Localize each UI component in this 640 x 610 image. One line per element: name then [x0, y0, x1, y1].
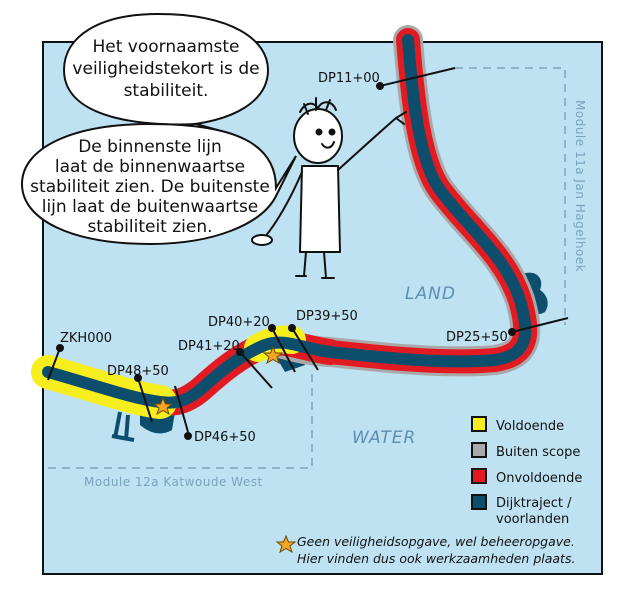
- module-11a-label: Module 11a Jan Hagelhoek: [573, 100, 587, 272]
- legend: Voldoende Buiten scope Onvoldoende Dijkt…: [471, 416, 582, 527]
- chainage-markers: [47, 67, 569, 440]
- marker-dp39: DP39+50: [296, 309, 358, 324]
- speech-bottom-line-4: lijn laat de buitenwaartse: [42, 197, 259, 217]
- route-core: [42, 34, 532, 409]
- note-line-1: Geen veiligheidsopgave, wel beheeropgave…: [297, 534, 575, 549]
- module-12a-label: Module 12a Katwoude West: [84, 475, 263, 489]
- legend-label-onvoldoende: Onvoldoende: [496, 471, 582, 486]
- marker-zkh: ZKH000: [60, 331, 112, 346]
- module-12a-outline: [48, 372, 313, 469]
- marker-dp41: DP41+20: [178, 339, 240, 354]
- speech-bubble-bottom: De binnenste lijn laat de binnenwaartse …: [20, 122, 297, 246]
- star-icon: [152, 396, 174, 416]
- legend-swatch-onvoldoende: [471, 468, 487, 484]
- dike-route: [31, 25, 541, 419]
- speech-top-line-1: Het voornaamste: [92, 37, 239, 57]
- legend-label-voldoende: Voldoende: [496, 419, 564, 434]
- legend-label-buiten-scope: Buiten scope: [496, 445, 580, 460]
- speech-bottom-line-1: De binnenste lijn: [78, 137, 222, 157]
- region-water: WATER: [352, 428, 416, 448]
- speech-top-line-2: veiligheidstekort is de: [72, 59, 259, 79]
- speech-bubble-top: Het voornaamste veiligheidstekort is de …: [62, 12, 270, 135]
- legend-label-dijktraject: Dijktraject /: [496, 496, 572, 511]
- speech-bottom-line-3: stabiliteit zien. De buitenste: [30, 177, 270, 197]
- marker-dp40: DP40+20: [208, 315, 270, 330]
- legend-swatch-buiten-scope: [471, 442, 487, 458]
- legend-label-voorlanden: voorlanden: [496, 512, 569, 527]
- legend-swatch-voldoende: [471, 416, 487, 432]
- marker-dp25: DP25+50: [446, 330, 508, 345]
- star-icon: [275, 534, 297, 554]
- marker-dp11: DP11+00: [318, 71, 380, 86]
- star-markers: [152, 345, 284, 416]
- speech-top-line-3: stabiliteit.: [124, 81, 209, 101]
- marker-dp46: DP46+50: [194, 430, 256, 445]
- speech-bottom-line-2: laat de binnenwaartse: [55, 157, 245, 177]
- region-land: LAND: [405, 284, 456, 304]
- note-line-2: Hier vinden dus ook werkzaamheden plaats…: [297, 551, 575, 566]
- legend-swatch-dijktraject: [471, 494, 487, 510]
- module-11a-outline: [455, 67, 566, 325]
- speech-bottom-line-5: stabiliteit zien.: [87, 217, 212, 237]
- star-icon: [262, 345, 284, 365]
- marker-dp48: DP48+50: [107, 364, 169, 379]
- stick-figure: [251, 97, 407, 279]
